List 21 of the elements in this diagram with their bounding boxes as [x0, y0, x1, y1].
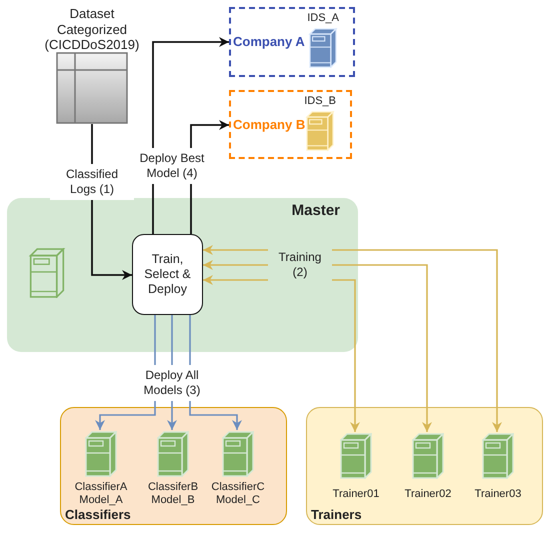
- group-panel: [60, 407, 287, 525]
- company-box: [229, 90, 352, 159]
- company-name: Company A: [233, 34, 305, 49]
- company-box: [229, 7, 355, 77]
- server-label: Trainer01: [332, 488, 380, 502]
- server-label: Trainer03: [474, 488, 522, 502]
- server-label: ClassifierA Model_A: [74, 481, 128, 508]
- server-label: Trainer02: [404, 488, 452, 502]
- server-label: ClassifierC Model_C: [210, 481, 266, 508]
- company-name: Company B: [233, 116, 306, 132]
- server-label: ClassiferB Model_B: [146, 481, 200, 508]
- ids-label: IDS_A: [307, 12, 339, 24]
- ids-label: IDS_B: [304, 95, 336, 107]
- edge-label: Classified Logs (1): [50, 164, 134, 200]
- process-box: Train, Select & Deploy: [132, 234, 203, 315]
- panel-title: Master: [292, 202, 340, 219]
- master-panel: [7, 198, 358, 352]
- group-panel: [306, 407, 543, 525]
- group-title: Classifiers: [65, 507, 131, 522]
- group-title: Trainers: [311, 507, 362, 522]
- dataset-heading: Dataset Categorized (CICDDoS2019): [44, 6, 140, 53]
